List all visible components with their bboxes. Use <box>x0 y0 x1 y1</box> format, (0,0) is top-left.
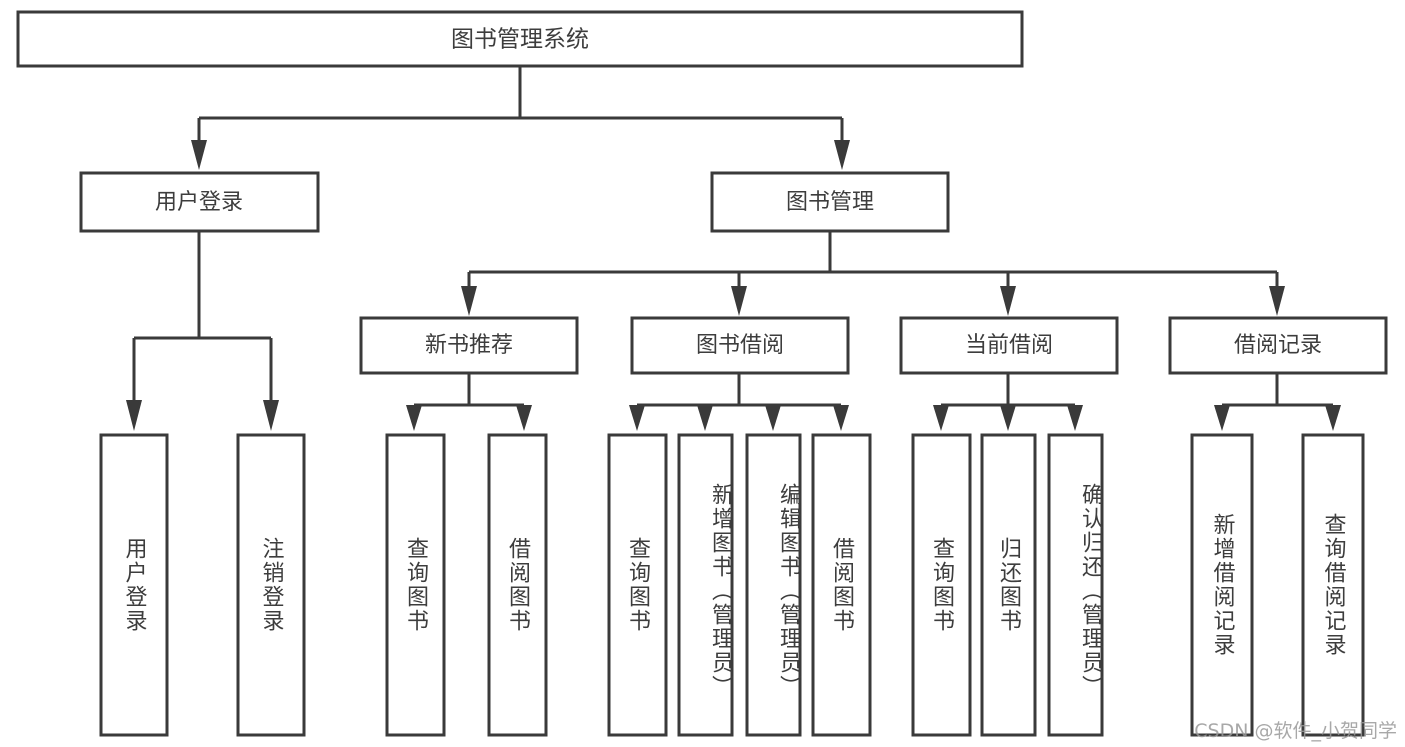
leaf-box-query-book-1[interactable] <box>385 433 446 737</box>
arrow-head-icon <box>126 400 142 431</box>
leaf-box-return-book[interactable] <box>980 433 1037 737</box>
arrow-head-icon <box>461 286 477 316</box>
node-new-book-recommend-label: 新书推荐 <box>425 333 513 358</box>
connector-root-to-level2 <box>191 66 850 170</box>
arrow-head-icon <box>1214 405 1230 431</box>
leaf-box-query-book-2[interactable] <box>607 433 668 737</box>
node-book-borrow[interactable]: 图书借阅 <box>630 316 850 375</box>
node-root-label: 图书管理系统 <box>451 27 589 53</box>
arrow-head-icon <box>697 405 713 431</box>
connector-currentborrow-to-leaves <box>933 373 1083 431</box>
leaf-box-edit-book[interactable] <box>745 433 802 737</box>
arrow-head-icon <box>1269 286 1285 316</box>
arrow-head-icon <box>765 405 781 431</box>
leaf-box-confirm-return[interactable] <box>1047 433 1104 737</box>
node-root[interactable]: 图书管理系统 <box>16 10 1024 68</box>
node-borrow-record-label: 借阅记录 <box>1234 333 1322 358</box>
node-user-login-label: 用户登录 <box>155 190 243 215</box>
leaf-box-borrow-book-1[interactable] <box>487 433 548 737</box>
arrow-head-icon <box>263 400 279 431</box>
node-book-borrow-label: 图书借阅 <box>696 333 784 358</box>
connector-userlogin-to-leaves <box>126 231 279 431</box>
arrow-head-icon <box>406 405 422 431</box>
arrow-head-icon <box>1000 405 1016 431</box>
arrow-head-icon <box>1000 286 1016 316</box>
node-book-management-label: 图书管理 <box>786 190 874 215</box>
arrow-head-icon <box>1325 405 1341 431</box>
leaf-box-user-login[interactable] <box>99 433 169 737</box>
arrow-head-icon <box>834 140 850 170</box>
leaf-box-query-record[interactable] <box>1301 433 1365 737</box>
arrow-head-icon <box>1067 405 1083 431</box>
connector-bookborrow-to-leaves <box>629 373 849 431</box>
connector-borrowrecord-to-leaves <box>1214 373 1341 431</box>
leaf-box-user-logout[interactable] <box>236 433 306 737</box>
node-book-management[interactable]: 图书管理 <box>710 171 950 233</box>
leaf-box-add-record[interactable] <box>1190 433 1254 737</box>
node-new-book-recommend[interactable]: 新书推荐 <box>359 316 579 375</box>
node-current-borrow[interactable]: 当前借阅 <box>899 316 1119 375</box>
leaf-boxes <box>99 433 1365 737</box>
leaf-box-add-book[interactable] <box>677 433 734 737</box>
arrow-head-icon <box>833 405 849 431</box>
connector-bookmgmt-to-level3 <box>461 231 1285 316</box>
arrow-head-icon <box>516 405 532 431</box>
arrow-head-icon <box>191 140 207 170</box>
connector-newbook-to-leaves <box>406 373 532 431</box>
node-current-borrow-label: 当前借阅 <box>965 333 1053 358</box>
arrow-head-icon <box>629 405 645 431</box>
node-borrow-record[interactable]: 借阅记录 <box>1168 316 1388 375</box>
node-user-login[interactable]: 用户登录 <box>79 171 320 233</box>
leaf-box-query-book-3[interactable] <box>911 433 972 737</box>
arrow-head-icon <box>933 405 949 431</box>
arrow-head-icon <box>731 286 747 316</box>
leaf-box-borrow-book-2[interactable] <box>811 433 872 737</box>
csdn-watermark: CSDN @软件_小贺同学 <box>1194 720 1397 742</box>
